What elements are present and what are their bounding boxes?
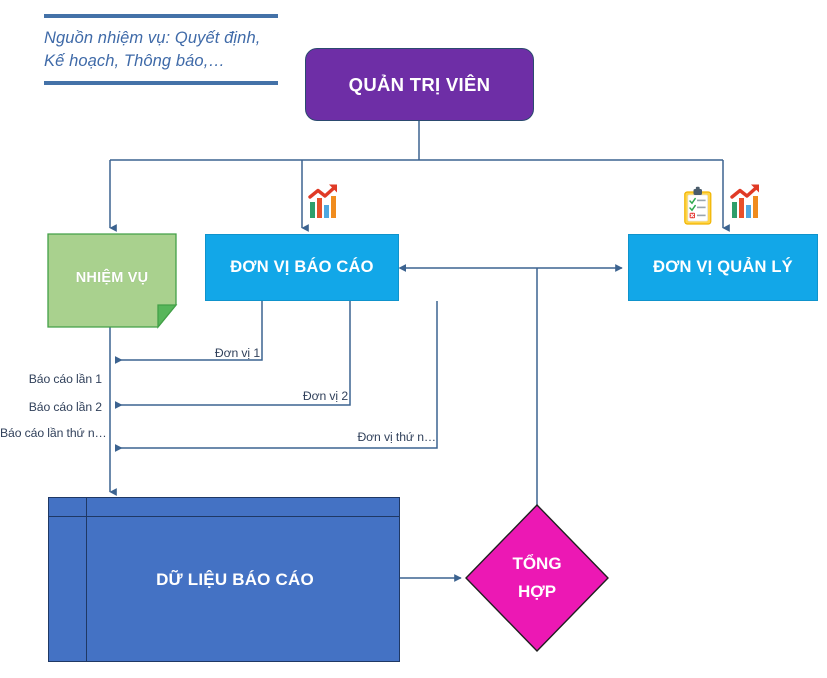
edge-label-report-round-1: Báo cáo lần 1 [28,372,102,386]
callout-line-1: Nguồn nhiệm vụ: Quyết định, [44,29,261,47]
node-admin[interactable]: QUẢN TRỊ VIÊN [305,48,534,121]
node-report-data-label: DỮ LIỆU BÁO CÁO [156,569,314,589]
callout-rule-top [44,14,278,18]
bar-chart-growth-icon [308,184,337,218]
node-aggregate-label-line1: TỔNG [512,554,562,573]
node-task-label: NHIỆM VỤ [75,269,149,286]
node-manage-unit[interactable]: ĐƠN VỊ QUẢN LÝ [628,234,818,301]
node-aggregate-label-line2: HỢP [517,582,557,601]
node-report-unit-label: ĐƠN VỊ BÁO CÁO [230,258,374,276]
node-report-data[interactable]: DỮ LIỆU BÁO CÁO [48,497,400,662]
node-task[interactable]: NHIỆM VỤ [48,234,176,327]
edge-label-unit-1: Đơn vị 1 [214,346,260,360]
node-aggregate[interactable]: TỔNG HỢP [466,505,608,651]
node-report-unit[interactable]: ĐƠN VỊ BÁO CÁO [205,234,399,301]
table-header-divider [49,516,399,518]
edge-label-unit-2: Đơn vị 2 [302,389,348,403]
task-note-shape [47,233,178,329]
bar-chart-growth-icon [730,184,759,218]
callout-line-2: Kế hoạch, Thông báo,… [44,52,225,70]
node-aggregate-label-group: TỔNG HỢP [466,505,608,651]
clipboard-checklist-icon [684,186,712,225]
node-admin-label: QUẢN TRỊ VIÊN [348,73,491,95]
callout-rule-bottom [44,81,278,85]
connector-report-round-n [115,301,438,452]
edge-label-unit-n: Đơn vị thứ n… [357,430,436,444]
node-manage-unit-label: ĐƠN VỊ QUẢN LÝ [653,258,793,276]
table-column-divider [86,498,88,661]
edge-label-report-round-n: Báo cáo lần thứ n… [0,426,107,440]
connector-report-round-2 [115,301,351,409]
connector-report-round-1 [115,301,263,364]
edge-label-report-round-2: Báo cáo lần 2 [28,400,102,414]
aggregate-diamond-shape [465,503,609,653]
source-callout: Nguồn nhiệm vụ: Quyết định, Kế hoạch, Th… [44,14,284,85]
